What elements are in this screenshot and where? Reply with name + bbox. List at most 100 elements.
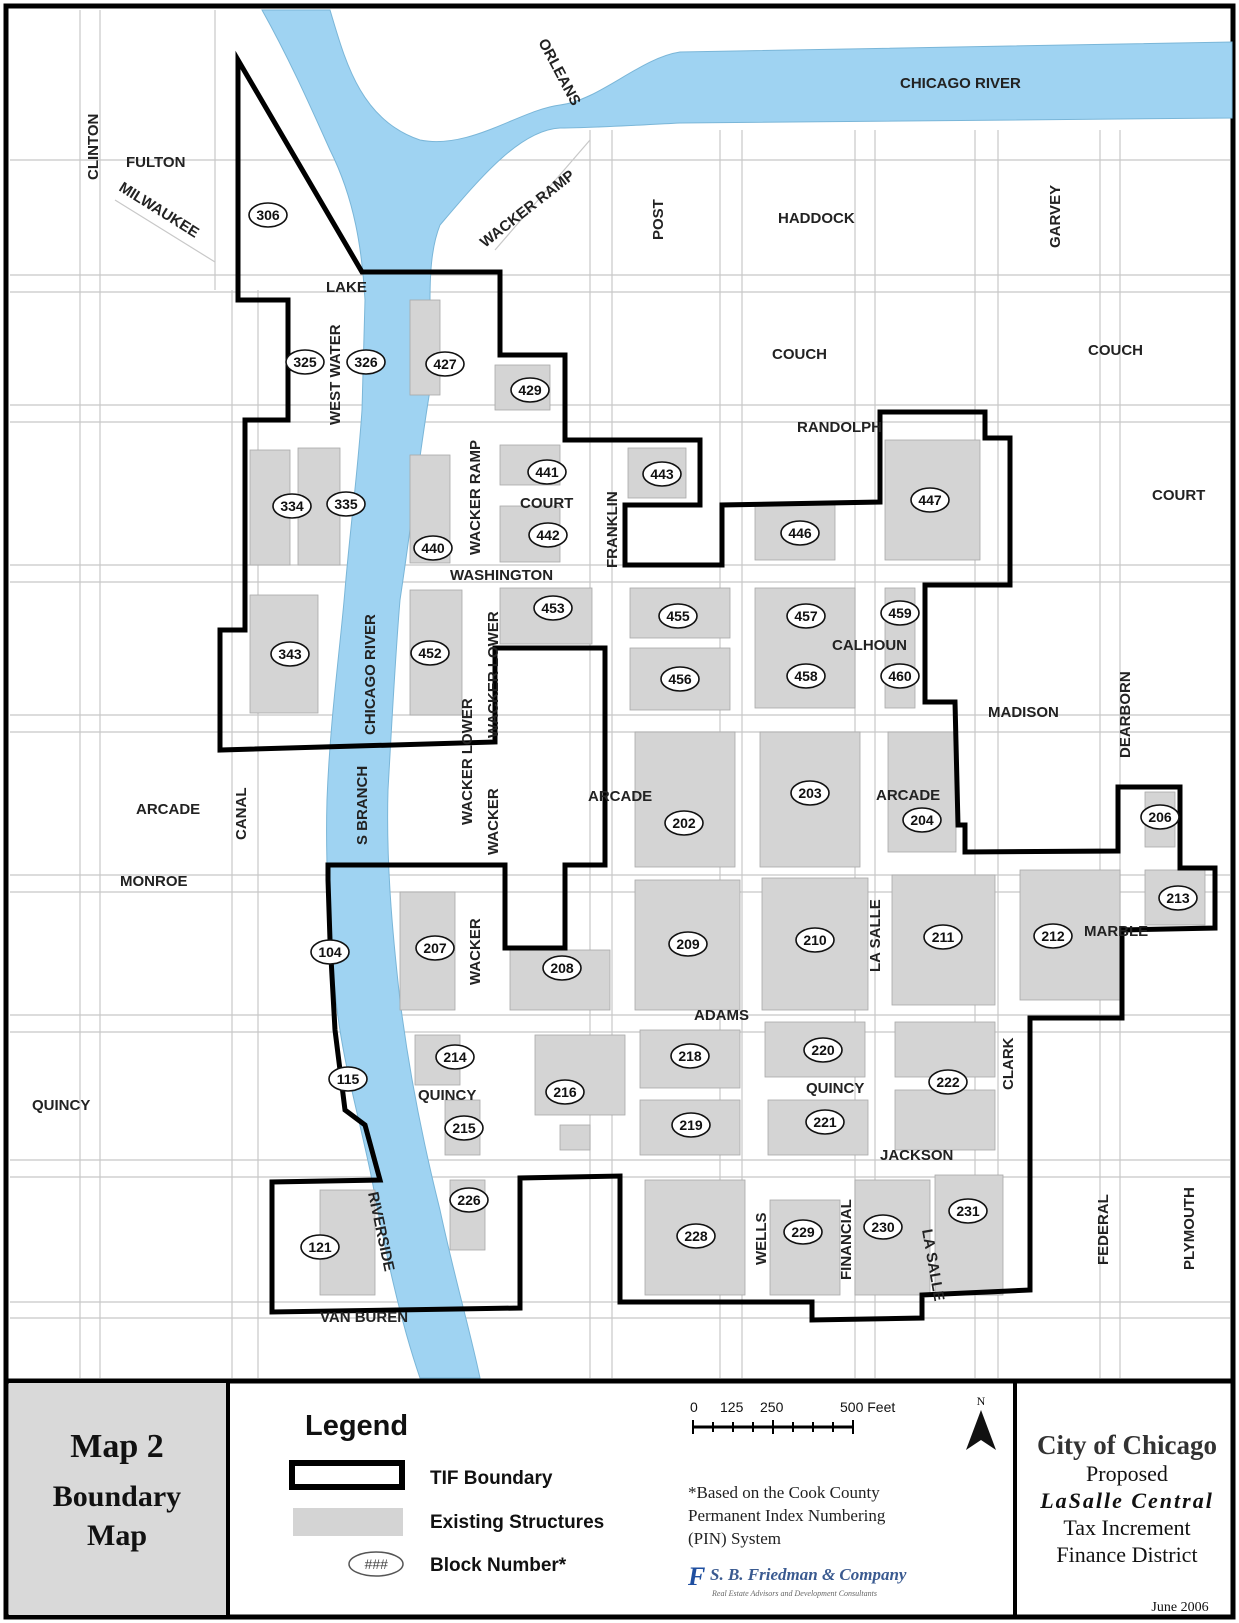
block-number: 334 <box>280 498 304 514</box>
block-badge: 226 <box>449 1187 489 1213</box>
block-number: 460 <box>888 668 912 684</box>
street-label-couch-2: COUCH <box>1088 342 1143 359</box>
street-label-canal: CANAL <box>233 788 250 841</box>
block-badge: 429 <box>510 377 550 403</box>
scale-tick-250: 250 <box>760 1399 784 1415</box>
block-badge: 115 <box>328 1066 368 1092</box>
street-label-wacker-lower-1: WACKER LOWER <box>485 611 502 738</box>
block-badge: 458 <box>786 663 826 689</box>
block-number: 452 <box>418 645 442 661</box>
street-label-west-water: WEST WATER <box>327 324 344 425</box>
block-badge: 222 <box>928 1069 968 1095</box>
street-label-quincy-mid: QUINCY <box>418 1087 476 1104</box>
scale-tick-125: 125 <box>720 1399 744 1415</box>
street-label-marble: MARBLE <box>1084 923 1148 940</box>
street-label-adams: ADAMS <box>694 1007 749 1024</box>
street-label-calhoun: CALHOUN <box>832 637 907 654</box>
legend-title: Legend <box>305 1410 408 1442</box>
legend-tif-swatch <box>289 1460 405 1490</box>
scale-tick-0: 0 <box>690 1399 698 1415</box>
tif-boundary <box>217 50 1218 1323</box>
street-label-randolph: RANDOLPH <box>797 419 882 436</box>
block-number: 326 <box>354 354 378 370</box>
title-panel-bg <box>9 1383 227 1615</box>
street-label-couch-1: COUCH <box>772 346 827 363</box>
block-number: 457 <box>794 608 818 624</box>
legend-block-symbol-text: ### <box>364 1556 388 1572</box>
block-number: 209 <box>676 936 700 952</box>
street-label-wacker-lower-3: WACKER <box>485 788 502 855</box>
block-badge: 441 <box>527 459 567 485</box>
block-badge: 334 <box>272 493 312 519</box>
block-badge: 207 <box>415 935 455 961</box>
block-badge: 326 <box>346 349 386 375</box>
block-number: 335 <box>334 496 358 512</box>
block-number: 429 <box>518 382 542 398</box>
chicago-river <box>261 9 1233 1379</box>
title-map-number: Map 2 <box>70 1428 164 1465</box>
street-label-quincy-east: QUINCY <box>806 1080 864 1097</box>
block-badge: 335 <box>326 491 366 517</box>
block-number: 203 <box>798 785 822 801</box>
city-finance-district: Finance District <box>1056 1542 1197 1567</box>
block-number: 440 <box>421 540 445 556</box>
city-tax-increment: Tax Increment <box>1063 1515 1190 1540</box>
block-badge: 443 <box>642 461 682 487</box>
street-label-post: POST <box>650 199 667 240</box>
street-label-arcade-mid: ARCADE <box>588 788 652 805</box>
block-badge: 104 <box>310 939 350 965</box>
block-number: 229 <box>791 1224 815 1240</box>
block-number: 441 <box>535 464 559 480</box>
note-line-2: Permanent Index Numbering <box>688 1506 886 1525</box>
legend-block-symbol <box>348 1551 404 1577</box>
block-number: 453 <box>541 600 565 616</box>
block-number: 427 <box>433 356 457 372</box>
street-label-garvey: GARVEY <box>1047 185 1064 248</box>
street-label-wacker: WACKER <box>467 918 484 985</box>
street-label-franklin: FRANKLIN <box>604 491 621 568</box>
street-label-court-2: COURT <box>1152 487 1205 504</box>
block-number: 447 <box>918 492 942 508</box>
block-badge: 455 <box>658 603 698 629</box>
block-number: 230 <box>871 1219 895 1235</box>
firm-logo-icon: F <box>687 1562 705 1591</box>
street-label-quincy-west: QUINCY <box>32 1097 90 1114</box>
legend-panel: Map 2 Boundary Map Legend TIF Boundary E… <box>6 1378 1233 1617</box>
block-badge: 214 <box>435 1044 475 1070</box>
street-label-clark: CLARK <box>1000 1037 1017 1090</box>
block-number: 226 <box>457 1192 481 1208</box>
north-label: N <box>977 1394 986 1408</box>
block-badge: 204 <box>902 807 942 833</box>
block-number: 231 <box>956 1203 980 1219</box>
north-arrow-icon: N <box>966 1394 996 1450</box>
block-number: 455 <box>666 608 690 624</box>
street-label-federal: FEDERAL <box>1095 1194 1112 1265</box>
block-number: 213 <box>1166 890 1190 906</box>
block-badge: 231 <box>948 1198 988 1224</box>
block-badge: 427 <box>425 351 465 377</box>
street-label-lake: LAKE <box>326 279 367 296</box>
block-number: 104 <box>318 944 342 960</box>
title-map: Map <box>87 1519 147 1552</box>
street-label-wacker-ramp: WACKER RAMP <box>467 440 484 555</box>
city-district-name: LaSalle Central <box>1039 1488 1214 1513</box>
city-date: June 2006 <box>1151 1600 1208 1615</box>
block-badge: 121 <box>300 1234 340 1260</box>
street-label-s-branch-1: CHICAGO RIVER <box>362 614 379 735</box>
street-label-wells: WELLS <box>753 1213 770 1266</box>
block-badge: 220 <box>803 1037 843 1063</box>
block-number: 219 <box>679 1117 703 1133</box>
city-title: City of Chicago <box>1037 1430 1217 1460</box>
block-badge: 228 <box>676 1223 716 1249</box>
scale-tick-500: 500 Feet <box>840 1399 895 1415</box>
block-number: 343 <box>278 646 302 662</box>
block-number: 206 <box>1148 809 1172 825</box>
block-badge: 442 <box>528 522 568 548</box>
block-number: 202 <box>672 815 696 831</box>
street-label-plymouth: PLYMOUTH <box>1181 1187 1198 1270</box>
block-number: 216 <box>553 1084 577 1100</box>
firm-name: S. B. Friedman & Company <box>710 1565 907 1584</box>
block-number: 210 <box>803 932 827 948</box>
street-label-arcade-east: ARCADE <box>876 787 940 804</box>
